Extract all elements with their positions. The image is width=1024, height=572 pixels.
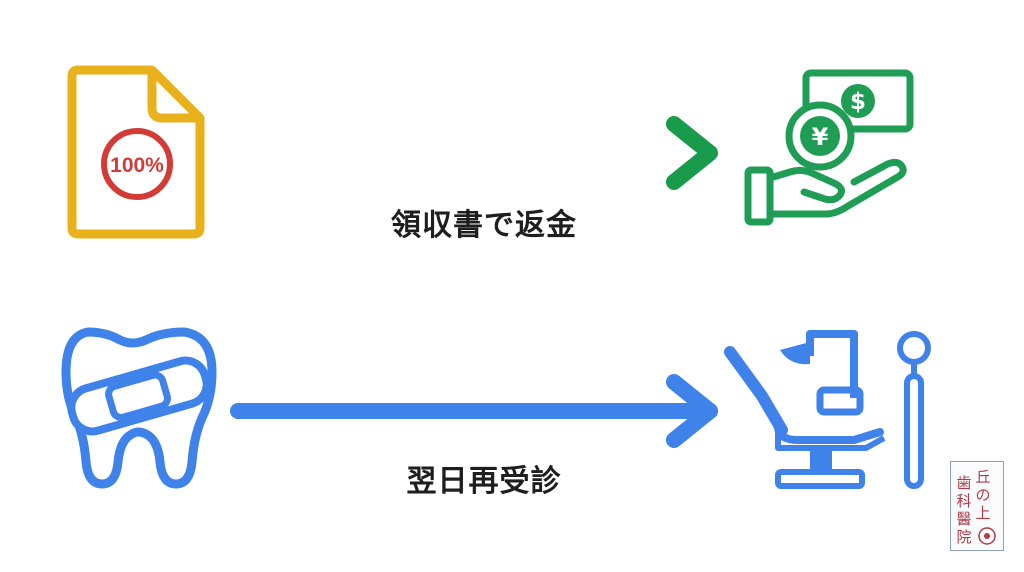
lamp-head <box>780 342 810 365</box>
armrest <box>816 386 864 416</box>
yen-symbol: ¥ <box>812 123 829 151</box>
mirror-handle <box>904 373 924 489</box>
hand-palm <box>766 158 907 218</box>
refund-caption: 領収書で返金 <box>391 208 577 243</box>
percent-badge-circle <box>101 128 173 200</box>
yen-coin <box>800 116 840 156</box>
document-100-percent-icon: 100% <box>67 65 205 239</box>
svg-text:科: 科 <box>956 492 971 510</box>
percent-badge-label: 100% <box>110 154 164 177</box>
svg-text:の: の <box>975 486 990 504</box>
banknote <box>802 69 914 133</box>
cash-refund-hand-icon: $ ¥ <box>744 69 914 226</box>
bandage <box>67 356 211 436</box>
svg-text:歯: 歯 <box>956 474 971 492</box>
arrow-right-blue <box>230 374 718 448</box>
revisit-caption: 翌日再受診 <box>406 464 562 499</box>
mirror-head <box>897 331 931 365</box>
svg-text:醫: 醫 <box>956 510 971 528</box>
dollar-coin <box>841 84 875 118</box>
bandage-pad <box>105 371 171 421</box>
dental-chair-mirror-icon <box>724 330 931 489</box>
chair-backrest <box>724 346 788 436</box>
svg-text:院: 院 <box>956 528 971 546</box>
arrow-right-gradient <box>230 116 718 190</box>
chair-base <box>775 469 865 489</box>
svg-text:丘: 丘 <box>975 468 990 486</box>
dollar-symbol: $ <box>850 89 866 115</box>
svg-text:上: 上 <box>975 504 990 522</box>
chair-column <box>810 450 832 474</box>
chair-seat-bottom <box>775 432 886 451</box>
bandaged-tooth-icon <box>61 327 217 489</box>
chair-seat <box>774 422 884 444</box>
hand-cuff <box>744 166 774 226</box>
clinic-seal-logo: 丘 の 上 歯 科 醫 院 <box>950 461 1004 551</box>
